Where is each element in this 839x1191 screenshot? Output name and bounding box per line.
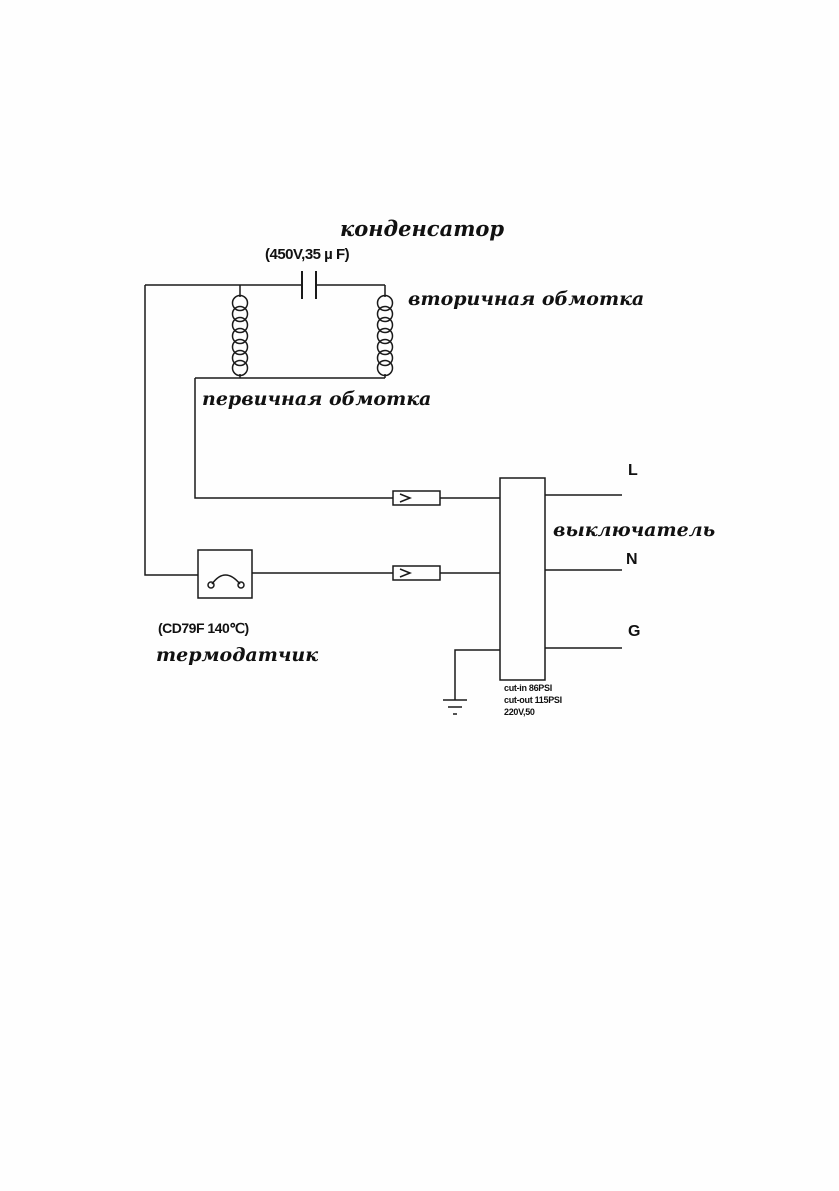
pressure-switch-specs: cut-in 86PSI cut-out 115PSI 220V,50 xyxy=(504,682,562,718)
secondary-winding-coil xyxy=(376,285,394,378)
thermostat-symbol xyxy=(197,549,253,599)
terminal-connector-top xyxy=(392,490,441,506)
capacitor-label: конденсатор xyxy=(340,216,505,241)
terminal-n-label: N xyxy=(626,551,638,568)
terminal-connector-bottom xyxy=(392,565,441,581)
terminal-g-label: G xyxy=(628,623,641,640)
switch-label: выключатель xyxy=(553,519,716,541)
primary-winding-label: первичная обмотка xyxy=(202,388,432,410)
main-loop-wire xyxy=(144,284,385,576)
capacitor-symbol xyxy=(301,271,317,299)
primary-winding-coil xyxy=(231,285,249,378)
thermostat-spec-label: (CD79F 140℃) xyxy=(158,620,249,636)
pressure-spec-cutin: cut-in 86PSI xyxy=(504,683,552,693)
thermostat-label: термодатчик xyxy=(156,644,319,666)
pressure-spec-voltage: 220V,50 xyxy=(504,707,535,717)
supply-terminal-lines xyxy=(545,494,622,649)
terminal-l-label: L xyxy=(628,462,638,479)
pressure-switch-box xyxy=(499,477,546,681)
secondary-winding-label: вторичная обмотка xyxy=(408,288,645,310)
winding-output-wire xyxy=(194,377,500,499)
pressure-spec-cutout: cut-out 115PSI xyxy=(504,695,562,705)
capacitor-spec-label: (450V,35 µ F) xyxy=(265,246,350,263)
ground-symbol xyxy=(443,649,500,715)
